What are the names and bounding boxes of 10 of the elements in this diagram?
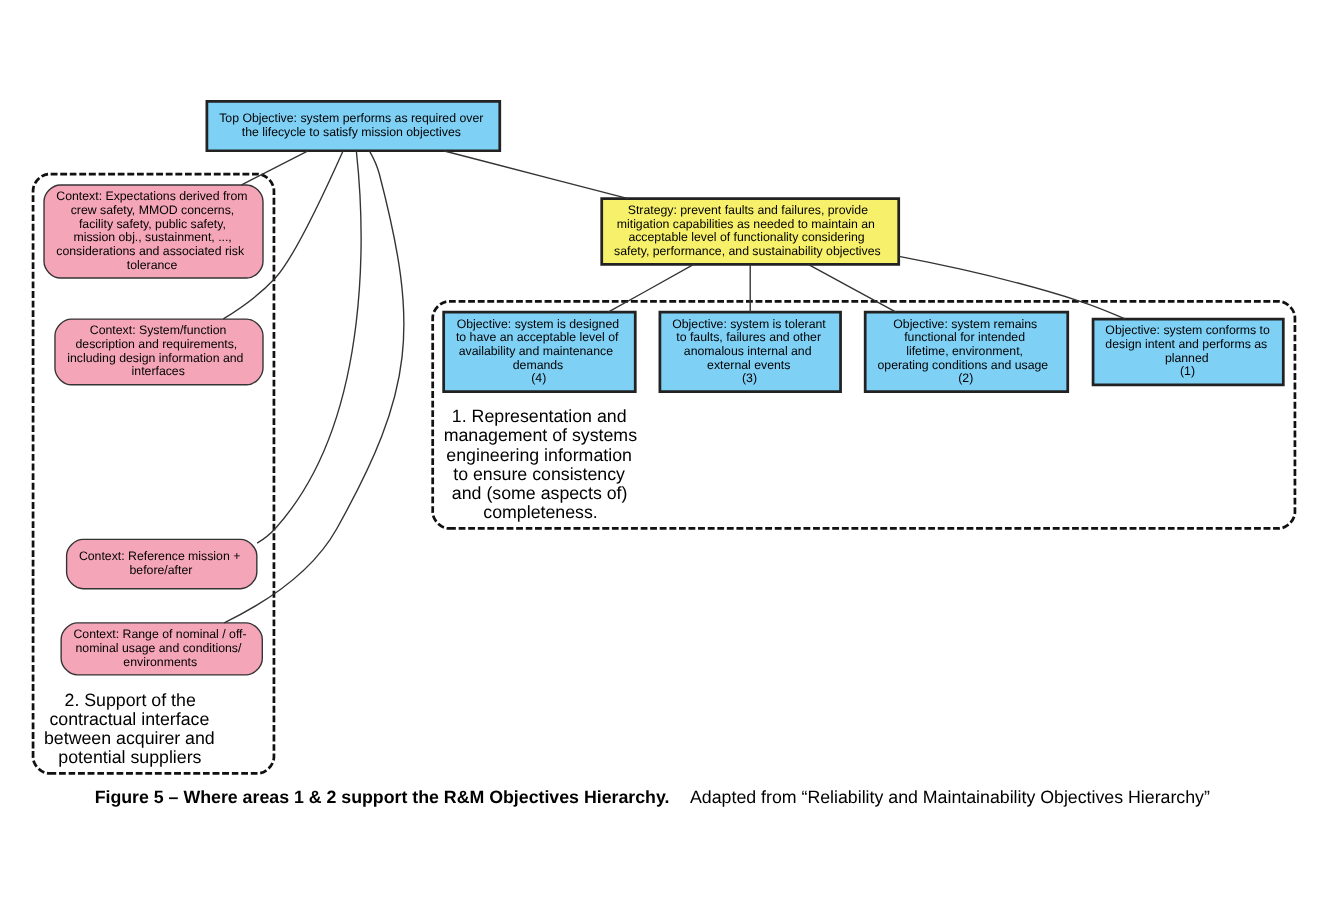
- connector: [749, 262, 751, 312]
- connector: [807, 262, 897, 312]
- connector: [223, 149, 405, 623]
- connector: [240, 149, 309, 185]
- connector: [222, 149, 344, 319]
- connector: [256, 149, 362, 543]
- caption: Figure 5 – Where areas 1 & 2 support the R&M Objectives Hierarchy. Adapted from “Reliability and Maintainability Objectives Hierarchy”: [94, 785, 1210, 806]
- connector: [607, 262, 695, 312]
- connector: [898, 254, 1126, 319]
- connector: [442, 149, 629, 199]
